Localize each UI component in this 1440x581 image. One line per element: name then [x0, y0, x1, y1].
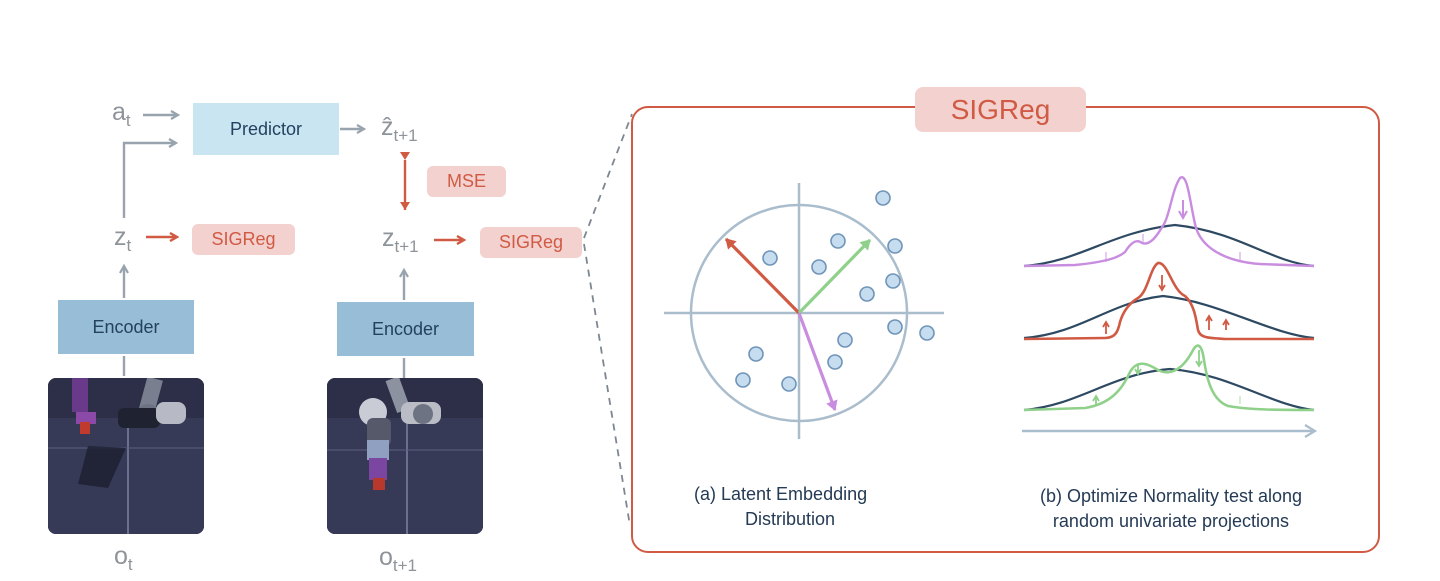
predictor-box: Predictor — [193, 103, 339, 155]
latent-zt1: zt+1 — [382, 224, 419, 256]
latent-embedding-plot — [664, 183, 944, 439]
gaussian-reference-3 — [1023, 367, 1315, 412]
red-projection-density — [1023, 261, 1314, 341]
green-projection-density — [1023, 344, 1315, 412]
observation-ot1: ot+1 — [379, 543, 418, 575]
caption-b: (b) Optimize Normality test along random… — [1000, 484, 1342, 534]
gaussian-reference-1 — [1023, 223, 1315, 268]
zoom-lines — [583, 113, 633, 527]
caption-b-line2: random univariate projections — [1052, 511, 1290, 531]
encoder-box-2: Encoder — [337, 302, 474, 356]
predicted-latent: ẑt+1 — [381, 113, 418, 145]
action-variable: at — [112, 98, 131, 130]
observation-image-t — [48, 378, 204, 534]
embedding-points — [735, 190, 935, 392]
caption-a-line2: Distribution — [745, 509, 836, 529]
arrow-zt-to-predictor — [122, 143, 176, 218]
purple-vector — [797, 312, 838, 411]
sigreg-arrows — [146, 152, 463, 240]
sigreg-panel-title: SIGReg — [915, 87, 1086, 132]
latent-zt: zt — [114, 223, 132, 255]
red-vector — [724, 237, 801, 315]
observation-ot: ot — [114, 542, 133, 574]
gaussian-reference-2 — [1023, 294, 1315, 340]
purple-projection-density — [1023, 176, 1315, 268]
flow-arrows — [124, 115, 404, 378]
observation-image-t1 — [327, 378, 483, 534]
green-vector — [797, 238, 872, 315]
caption-a: (a) Latent Embedding Distribution — [694, 482, 867, 532]
encoder-box-1: Encoder — [58, 300, 194, 354]
projection-plot — [1022, 176, 1318, 438]
mse-label: MSE — [427, 166, 506, 197]
caption-b-line1: (b) Optimize Normality test along — [1039, 486, 1303, 506]
caption-a-line1: (a) Latent Embedding — [694, 484, 868, 504]
sigreg-badge-zt: SIGReg — [192, 224, 295, 255]
sigreg-badge-zt1: SIGReg — [480, 227, 582, 258]
